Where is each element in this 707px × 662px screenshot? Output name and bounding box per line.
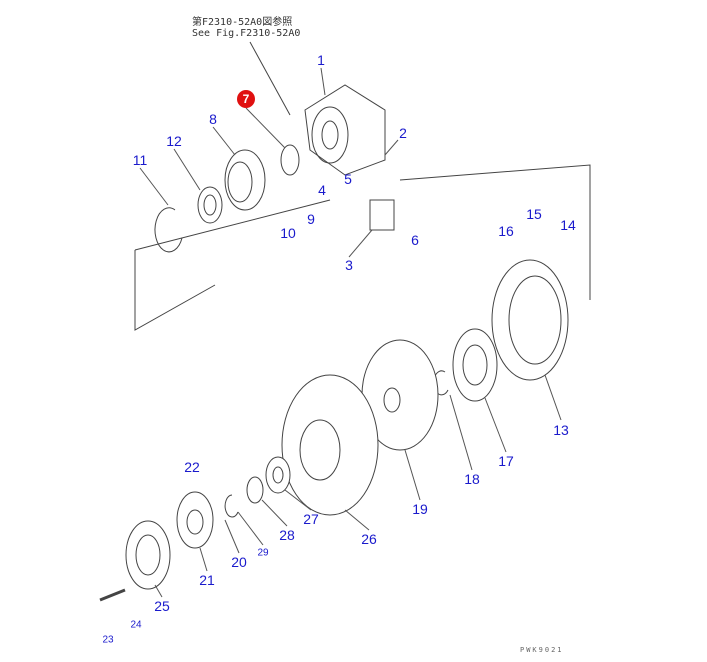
part-label-23[interactable]: 23 [102, 634, 114, 646]
reference-note-jp: 第F2310-52A0図参照 [192, 17, 293, 28]
part-19-turbine [361, 339, 439, 451]
part-label-14[interactable]: 14 [560, 217, 576, 233]
part-3-block [369, 199, 395, 231]
part-label-6[interactable]: 6 [411, 232, 419, 248]
part-label-25[interactable]: 25 [154, 598, 170, 614]
part-label-24[interactable]: 24 [130, 619, 142, 631]
part-label-19[interactable]: 19 [412, 501, 428, 517]
part-label-27[interactable]: 27 [303, 511, 319, 527]
part-7-oring [280, 144, 300, 176]
part-label-4[interactable]: 4 [318, 182, 326, 198]
part-12-bearing [197, 186, 223, 224]
part-label-16[interactable]: 16 [498, 223, 514, 239]
part-label-28[interactable]: 28 [279, 527, 295, 543]
part-label-1[interactable]: 1 [317, 52, 325, 68]
part-label-3[interactable]: 3 [345, 257, 353, 273]
part-25-bearing [125, 520, 171, 590]
part-label-26[interactable]: 26 [361, 531, 377, 547]
part-1-housing [304, 84, 386, 176]
part-label-22[interactable]: 22 [184, 459, 200, 475]
part-11-snapring [154, 207, 183, 253]
part-label-13[interactable]: 13 [553, 422, 569, 438]
part-28-ring [246, 476, 264, 504]
part-label-2[interactable]: 2 [399, 125, 407, 141]
part-label-9[interactable]: 9 [307, 211, 315, 227]
part-label-21[interactable]: 21 [199, 572, 215, 588]
part-29-snapring [224, 494, 239, 518]
drawing-code: PWK9021 [520, 646, 564, 654]
part-label-8[interactable]: 8 [209, 111, 217, 127]
part-label-18[interactable]: 18 [464, 471, 480, 487]
part-label-12[interactable]: 12 [166, 133, 182, 149]
part-label-29[interactable]: 29 [257, 547, 269, 559]
part-26-pump [281, 374, 379, 516]
part-label-10[interactable]: 10 [280, 225, 296, 241]
part-label-15[interactable]: 15 [526, 206, 542, 222]
part-27-bearing [265, 456, 291, 494]
part-8-cover [224, 149, 266, 211]
part-label-5[interactable]: 5 [344, 171, 352, 187]
part-label-17[interactable]: 17 [498, 453, 514, 469]
reference-note-en: See Fig.F2310-52A0 [192, 28, 301, 39]
part-17-stator [452, 328, 498, 402]
part-13-housing [491, 259, 569, 381]
part-21-flange [176, 491, 214, 549]
part-label-7[interactable]: 7 [237, 90, 255, 108]
part-label-20[interactable]: 20 [231, 554, 247, 570]
part-label-11[interactable]: 11 [132, 152, 148, 168]
reference-note: 第F2310-52A0図参照 See Fig.F2310-52A0 [192, 17, 300, 39]
part-23-bolt [99, 588, 126, 602]
